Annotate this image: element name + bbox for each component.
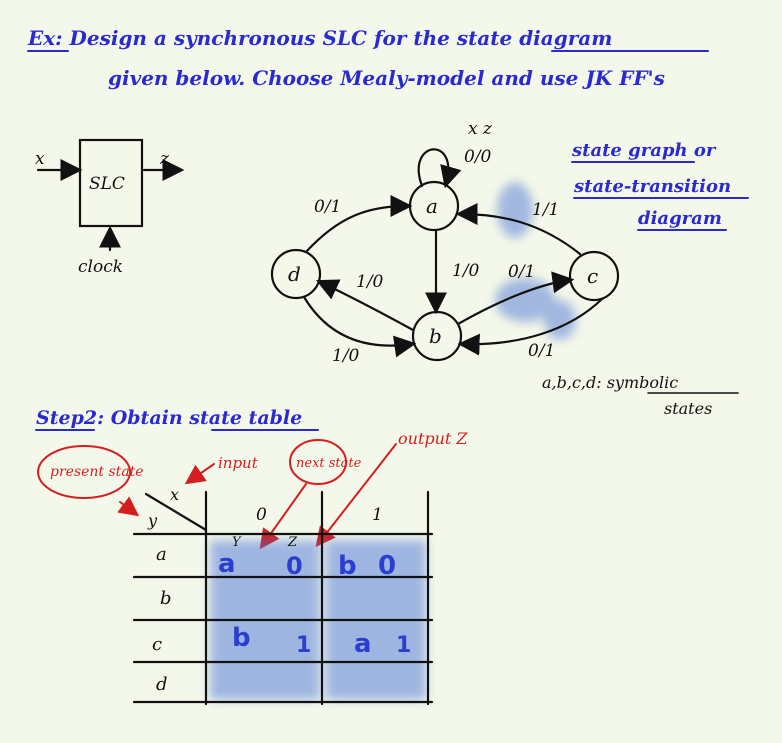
edge-label-b-to-d: 1/0 [356, 272, 384, 292]
output-annotation: output Z [398, 429, 468, 448]
table-corner-diagonal [144, 492, 208, 532]
symbolic-note-line-2: states [664, 399, 712, 418]
output-arrow-red [315, 443, 397, 548]
edge-c-to-b [457, 297, 604, 356]
next-state-arrow [259, 483, 307, 550]
edge-a-self-loop [417, 148, 462, 189]
slc-output-label: z [159, 149, 170, 169]
state-table: x y 0 1 Y Z a b c d a 0 b 0 b 1 a 1 [132, 485, 434, 706]
state-node-d [270, 248, 322, 300]
next-state-circle [289, 439, 347, 485]
table-corner-y: y [147, 511, 158, 530]
slc-label: SLC [89, 174, 125, 194]
clock-label: clock [78, 257, 123, 277]
cell-c-0-out: 1 [296, 633, 311, 658]
sub-header-output: Z [287, 535, 298, 550]
graph-name-line-3: diagram [638, 208, 722, 229]
edge-d-to-b [302, 295, 417, 358]
input-annotation: input [218, 454, 259, 472]
graph-name-line-2: state-transition [573, 176, 731, 197]
present-state-circle [37, 445, 131, 499]
edge-label-a-self: 0/0 [464, 147, 492, 167]
edge-label-b-to-c: 0/1 [508, 262, 535, 282]
row-label-d: d [156, 674, 168, 695]
row-label-a: a [156, 544, 167, 565]
cell-a-1-next: b [338, 551, 357, 581]
col-header-0: 0 [256, 505, 267, 525]
col-header-1: 1 [372, 505, 383, 525]
cell-a-1-out: 0 [378, 551, 396, 581]
edge-d-to-a [304, 195, 413, 254]
row-label-b: b [160, 588, 172, 609]
cell-a-0-out: 0 [286, 552, 303, 580]
cell-c-1-next: a [354, 629, 372, 659]
title-line-1: Ex: Design a synchronous SLC for the sta… [27, 26, 612, 50]
cell-c-0-next: b [232, 623, 251, 653]
state-label-d: d [288, 262, 301, 286]
edge-label-d-to-a: 0/1 [314, 197, 341, 217]
state-label-b: b [429, 324, 442, 348]
table-corner-x: x [170, 485, 179, 504]
slc-block-diagram: SLC x z clock [35, 138, 185, 277]
edge-label-c-to-a: 1/1 [532, 200, 559, 220]
state-graph: x z 0/0 a b c d 0/1 1/1 1/0 1/0 1/0 0/1 [270, 119, 620, 366]
edge-c-to-a [455, 203, 582, 256]
slc-input-label: x [35, 149, 45, 169]
edge-label-a-to-b: 1/0 [452, 261, 480, 281]
next-state-annotation: next state [296, 456, 362, 471]
symbolic-note-line-1: a,b,c,d: symbolic [542, 373, 678, 392]
state-label-c: c [587, 264, 598, 288]
input-arrow-red [184, 463, 215, 485]
edge-b-to-d [316, 279, 415, 332]
xz-header: x z [468, 119, 493, 139]
title-line-2: given below. Choose Mealy-model and use … [108, 66, 665, 90]
row-label-c: c [152, 634, 162, 655]
edge-label-c-to-b: 0/1 [528, 341, 555, 361]
sub-header-next: Y [232, 535, 242, 550]
step2-heading: Step2: Obtain state table [36, 407, 302, 429]
present-state-arrow [117, 496, 140, 517]
edge-b-to-c [456, 271, 575, 326]
present-state-annotation: present state [50, 464, 144, 480]
state-label-a: a [426, 194, 438, 218]
cell-a-0-next: a [218, 549, 236, 579]
graph-name-line-1: state graph or [571, 140, 717, 161]
cell-c-1-out: 1 [396, 633, 411, 658]
edge-label-d-to-b: 1/0 [332, 346, 360, 366]
